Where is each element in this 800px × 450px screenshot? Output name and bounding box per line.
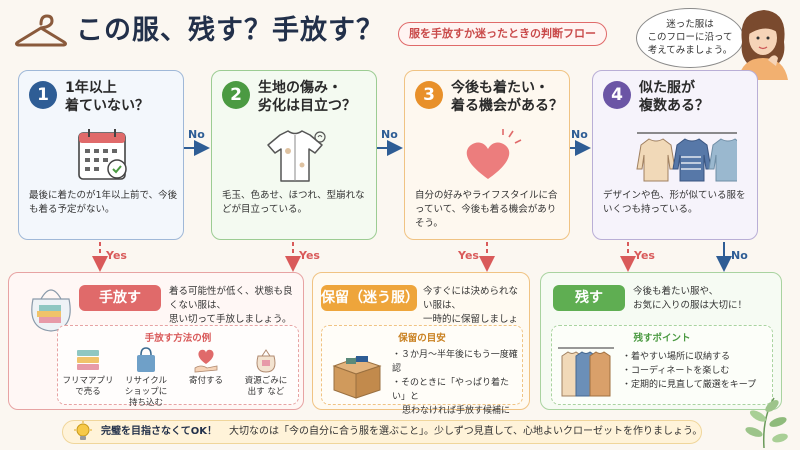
question-line: 劣化は目立つ？ [258,98,356,114]
no-label: No [571,128,588,141]
step-question: 1年以上 着ていない？ [65,79,181,115]
step-description: 最後に着たのが1年以上前で、今後も着る予定がない。 [29,190,178,215]
bubble-line: このフローに沿って [647,32,733,43]
step-description: 毛玉、色あせ、ほつれ、型崩れなどが目立っている。 [222,190,365,215]
step-card-2: 2 生地の傷み・ 劣化は目立つ？ 毛玉、色あせ、ほつれ、型崩れなどが目立っている… [211,70,377,240]
worn-shirt-icon [267,130,326,182]
method-item: フリマアプリ で売る [60,346,116,398]
hold-guide-box: 保留の目安 ３か月〜半年後にもう一度確認 そのときに「やっぱり着たい」と 思わな… [321,325,523,416]
method-label: 資源ごみに 出す など [238,376,294,398]
step-question: 生地の傷み・ 劣化は目立つ？ [258,79,374,115]
points-title: 残すポイント [633,333,691,344]
desc-line: 着る可能性が低く、状態も良くない服は、 [169,286,293,311]
lightbulb-icon [74,421,92,440]
point-item: コーディネートを楽しむ [622,364,772,378]
points-list: 着やすい場所に収納する コーディネートを楽しむ 定期的に見直して厳選をキープ [622,350,772,392]
method-item: 寄付する [178,346,234,387]
method-label: 寄付する [178,376,234,387]
bubble-line: 迷った服は [666,19,714,30]
question-line: 似た服が [639,80,695,96]
method-item: 資源ごみに 出す など [238,346,294,398]
method-label: リサイクル ショップに 持ち込む [118,376,174,409]
step-card-3: 3 今後も着たい・ 着る機会がある？ 自分の好みやライフスタイルに合っていて、今… [404,70,570,240]
method-line: で売る [75,387,101,397]
woman-thinking-icon [738,10,788,80]
no-label: No [381,128,398,141]
desc-line: お気に入りの服は大切に！ [633,300,748,311]
clothes-bag-icon [31,289,71,332]
method-line: フリマアプリ [62,376,114,386]
guide-title: 保留の目安 [398,333,446,344]
sweaters-icon [636,132,737,182]
keep-description: 今後も着たい服や、 お気に入りの服は大切に！ [633,285,779,313]
hold-label: 保留（迷う服） [321,285,419,311]
discard-label: 手放す [79,285,161,311]
heart-icon [466,129,522,179]
discard-description: 着る可能性が低く、状態も良くない服は、 思い切って手放しましょう。 [169,285,301,327]
yes-label: Yes [458,249,479,262]
cardboard-box-icon [332,356,382,399]
desc-line: 思い切って手放しましょう。 [169,314,292,325]
point-item: 定期的に見直して厳選をキープ [622,378,772,392]
question-line: 1年以上 [65,80,117,96]
method-line: 寄付する [188,376,223,386]
calendar-icon [78,129,127,180]
keep-points-box: 残すポイント 着やすい場所に収納する コーディネートを楽しむ 定期的に見直して厳… [551,325,773,405]
guide-item: そのときに「やっぱり着たい」と [392,376,522,404]
guide-list: ３か月〜半年後にもう一度確認 そのときに「やっぱり着たい」と 思わなければ手放す… [392,348,522,418]
heart-hand-icon [194,349,218,373]
footer-note: 完璧を目指さなくてOK！ 大切なのは「今の自分に合う服を選ぶこと」。少しずつ見直し… [62,420,702,444]
step-number: 2 [222,81,250,109]
step-description: デザインや色、形が似ている服をいくつも持っている。 [603,190,746,215]
step-description: 自分の好みやライフスタイルに合っていて、今後も着る機会がありそう。 [415,190,558,229]
page-title: この服、残す？手放す？ [76,15,384,46]
plant-icon [745,397,788,448]
desc-line: 今すぐには決められない服は、 [423,286,519,311]
subtitle-badge: 服を手放すか迷ったときの判断フロー [398,22,607,46]
question-line: 生地の傷み・ [258,80,342,96]
folded-clothes-icon [77,350,99,370]
method-line: リサイクル [124,376,168,386]
hanger-icon [15,14,67,47]
no-label: No [188,128,205,141]
guide-item: 思わなければ手放す候補に [402,406,511,416]
shopping-bag-icon [137,347,155,372]
method-item: リサイクル ショップに 持ち込む [118,346,174,409]
hanging-clothes-icon [558,347,614,397]
bubble-line: 考えてみましょう。 [647,45,733,56]
method-label: フリマアプリ で売る [60,376,116,398]
method-line: 持ち込む [128,398,163,408]
question-line: 着る機会がある？ [451,98,563,114]
guide-item: ３か月〜半年後にもう一度確認 [392,348,522,376]
step-card-4: 4 似た服が 複数ある？ デザインや色、形が似ている服をいくつも持っている。 [592,70,758,240]
no-label: No [731,249,748,262]
method-line: ショップに [124,387,168,397]
step-question: 今後も着たい・ 着る機会がある？ [451,79,567,115]
methods-title: 手放す方法の例 [144,333,212,344]
question-line: 今後も着たい・ [451,80,549,96]
question-line: 複数ある？ [639,98,709,114]
question-line: 着ていない？ [65,98,149,114]
desc-line: 今後も着たい服や、 [633,286,719,297]
method-line: 資源ごみに [244,376,288,386]
trash-bag-icon [256,349,276,373]
discard-methods-box: 手放す方法の例 フリマアプリ で売る リサイクル ショップに 持ち込む [57,325,299,408]
point-item: 着やすい場所に収納する [622,350,772,364]
yes-label: Yes [634,249,655,262]
step-card-1: 1 1年以上 着ていない？ 最後に着たのが1年以上前で、今後も着る予定がない。 [18,70,184,240]
result-hold: 保留（迷う服） 今すぐには決められない服は、 一時的に保留しましょう。 保留の目… [312,272,530,416]
step-number: 4 [603,81,631,109]
yes-label: Yes [106,249,127,262]
step-number: 1 [29,81,57,109]
footer-text: 大切なのは「今の自分に合う服を選ぶこと」。少しずつ見直して、心地よいクローゼット… [228,426,703,437]
step-number: 3 [415,81,443,109]
speech-bubble: 迷った服は このフローに沿って 考えてみましょう。 [636,8,744,68]
method-line: 出す など [247,387,285,397]
footer-bold: 完璧を目指さなくてOK！ [101,426,217,437]
keep-label: 残す [553,285,625,311]
result-discard: 手放す 着る可能性が低く、状態も良くない服は、 思い切って手放しましょう。 手放… [8,272,304,410]
step-question: 似た服が 複数ある？ [639,79,755,115]
result-keep: 残す 今後も着たい服や、 お気に入りの服は大切に！ 残すポイント 着やすい場所に… [540,272,782,410]
yes-label: Yes [299,249,320,262]
